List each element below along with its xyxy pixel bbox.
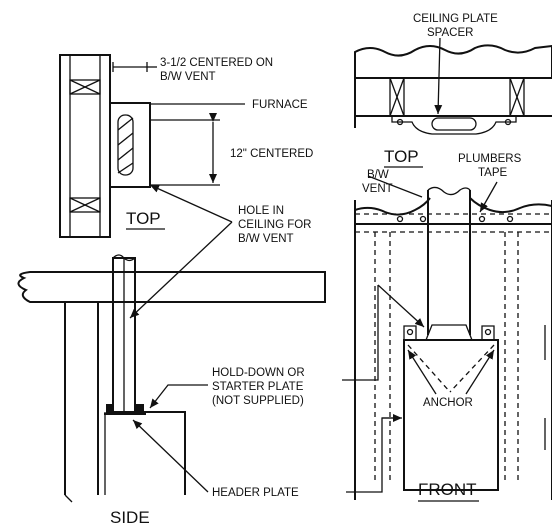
label-front: FRONT [418, 480, 477, 499]
label-plumbers: PLUMBERS [458, 153, 522, 165]
label-bw: B/W [367, 169, 389, 181]
label-not-supplied: (NOT SUPPLIED) [212, 395, 304, 407]
label-spacer: SPACER [427, 27, 473, 39]
label-top-left: TOP [126, 209, 161, 228]
label-hold-down: HOLD-DOWN OR [212, 367, 305, 379]
right-front-view [342, 37, 552, 500]
leader-lines [129, 175, 423, 493]
label-top-right: TOP [384, 147, 419, 166]
label-anchor: ANCHOR [423, 397, 473, 409]
label-bw-vent-hole: B/W VENT [238, 233, 294, 245]
label-side: SIDE [110, 508, 150, 527]
label-centered-2: B/W VENT [160, 71, 216, 83]
label-12-centered: 12" CENTERED [230, 148, 313, 160]
label-ceiling-for: CEILING FOR [238, 219, 311, 231]
left-side-view [17, 254, 326, 503]
label-centered-1: 3-1/2 CENTERED ON [160, 57, 273, 69]
label-hole-in: HOLE IN [238, 205, 284, 217]
labels: CEILING PLATE SPACER 3-1/2 CENTERED ON B… [110, 13, 522, 527]
label-ceiling-plate: CEILING PLATE [413, 13, 498, 25]
label-tape: TAPE [478, 167, 508, 179]
label-starter-plate: STARTER PLATE [212, 381, 304, 393]
label-header-plate: HEADER PLATE [212, 487, 299, 499]
label-vent: VENT [362, 183, 393, 195]
label-furnace: FURNACE [252, 99, 308, 111]
left-top-view [59, 54, 245, 238]
